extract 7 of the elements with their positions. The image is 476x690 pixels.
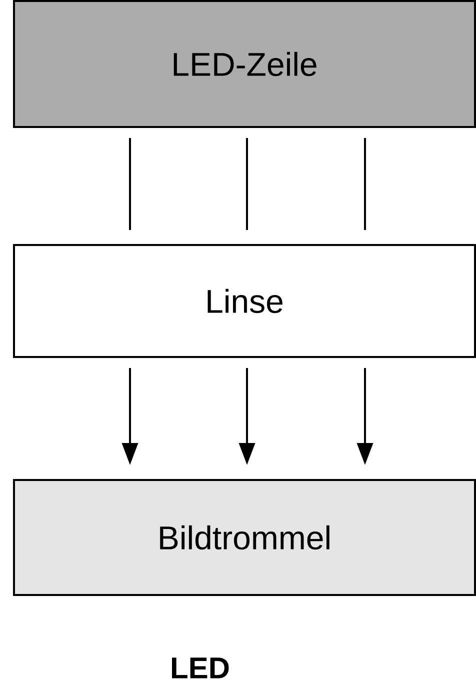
drum-box: Bildtrommel	[13, 479, 476, 596]
line	[129, 138, 131, 230]
figure-label: LED	[172, 658, 229, 678]
lens-box: Linse	[13, 244, 476, 358]
led-row-box: LED-Zeile	[13, 0, 476, 128]
line	[364, 138, 366, 230]
line	[246, 138, 248, 230]
